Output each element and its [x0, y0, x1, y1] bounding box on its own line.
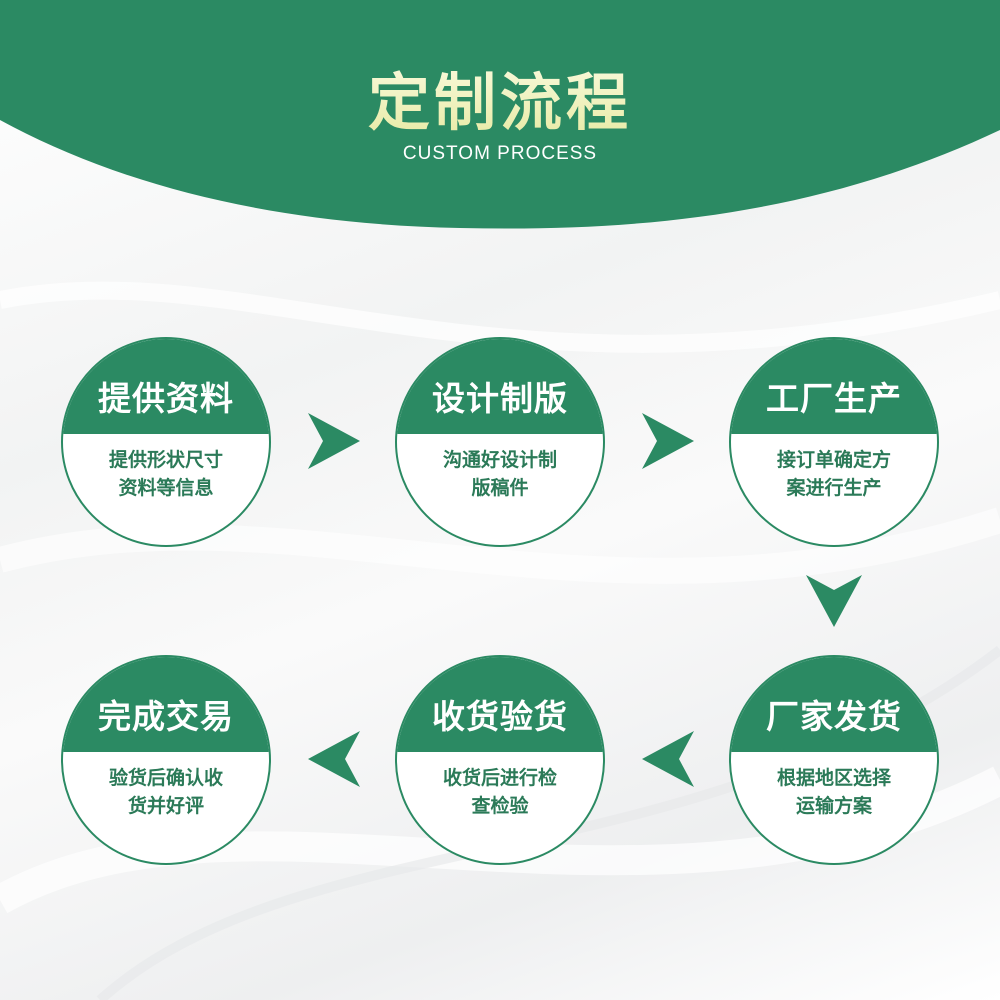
step-desc-line: 收货后进行检 [442, 767, 557, 790]
step-description: 接订单确定方 案进行生产 [731, 446, 937, 502]
step-desc-line: 验货后确认收 [108, 767, 223, 790]
step-description: 提供形状尺寸 资料等信息 [63, 446, 269, 502]
step-factory-production: 工厂生产 接订单确定方 案进行生产 [729, 337, 939, 547]
step-title: 提供资料 [63, 339, 269, 434]
step-title: 工厂生产 [731, 339, 937, 434]
step-desc-line: 提供形状尺寸 [108, 449, 223, 472]
step-desc-line: 资料等信息 [118, 477, 214, 500]
down-arrow-icon [806, 575, 862, 627]
step-receive-inspect: 收货验货 收货后进行检 查检验 [395, 655, 605, 865]
right-arrow-icon [308, 413, 360, 469]
page-title: 定制流程 [0, 52, 1000, 142]
step-description: 收货后进行检 查检验 [397, 764, 603, 820]
step-desc-line: 沟通好设计制 [442, 449, 557, 472]
step-manufacturer-shipping: 厂家发货 根据地区选择 运输方案 [729, 655, 939, 865]
step-description: 验货后确认收 货并好评 [63, 764, 269, 820]
step-complete-transaction: 完成交易 验货后确认收 货并好评 [61, 655, 271, 865]
step-design-plate: 设计制版 沟通好设计制 版稿件 [395, 337, 605, 547]
step-description: 沟通好设计制 版稿件 [397, 446, 603, 502]
step-desc-line: 版稿件 [471, 477, 529, 500]
step-desc-line: 货并好评 [127, 795, 204, 818]
header-arc [0, 0, 1000, 229]
step-title: 收货验货 [397, 657, 603, 752]
step-desc-line: 案进行生产 [786, 477, 882, 500]
left-arrow-icon [642, 731, 694, 787]
step-description: 根据地区选择 运输方案 [731, 764, 937, 820]
step-desc-line: 接订单确定方 [776, 449, 891, 472]
page-subtitle: CUSTOM PROCESS [402, 143, 598, 164]
step-title: 厂家发货 [731, 657, 937, 752]
step-desc-line: 查检验 [471, 795, 529, 818]
right-arrow-icon [642, 413, 694, 469]
step-provide-materials: 提供资料 提供形状尺寸 资料等信息 [61, 337, 271, 547]
step-desc-line: 根据地区选择 [776, 767, 891, 790]
left-arrow-icon [308, 731, 360, 787]
step-title: 设计制版 [397, 339, 603, 434]
step-desc-line: 运输方案 [795, 795, 872, 818]
step-title: 完成交易 [63, 657, 269, 752]
